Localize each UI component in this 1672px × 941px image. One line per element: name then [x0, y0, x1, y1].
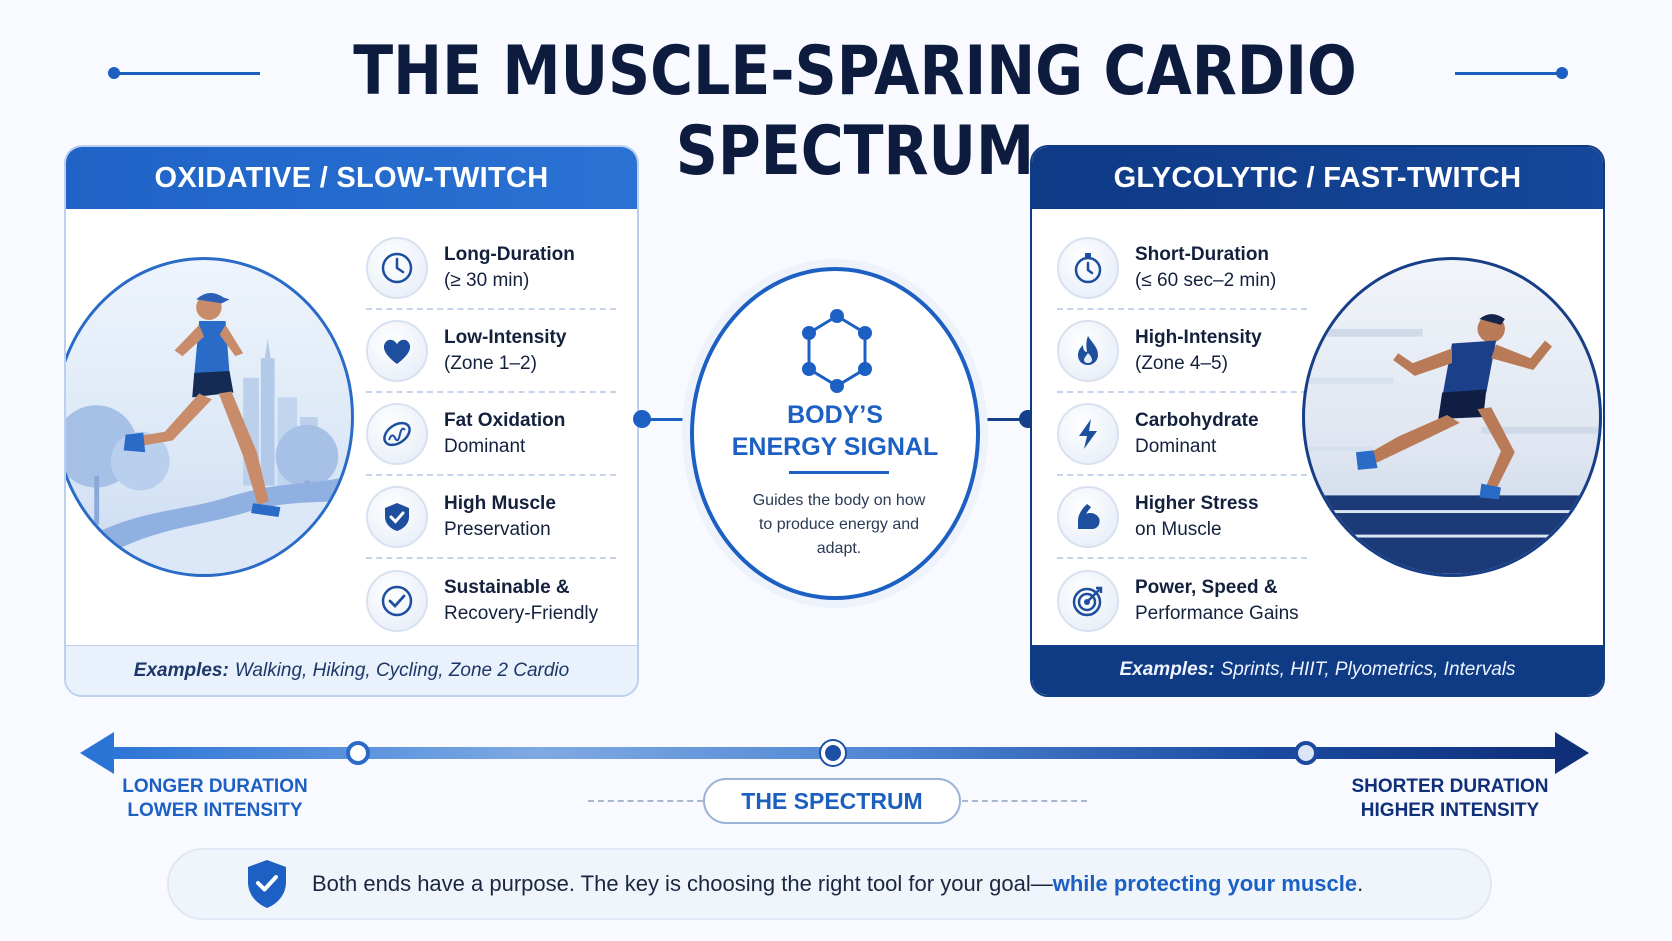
energy-signal-description: Guides the body on how to produce energy… [752, 492, 926, 557]
energy-signal-circle: BODY’S ENERGY SIGNAL Guides the body on … [690, 267, 980, 600]
title-ornament-dot-right [1556, 67, 1568, 79]
shield-check-icon [248, 860, 286, 908]
glycolytic-panel: GLYCOLYTIC / FAST-TWITCH Short-Duration … [1030, 145, 1605, 697]
connector-line-right [980, 418, 1025, 421]
feature-low-intensity: Low-Intensity (Zone 1–2) [366, 310, 616, 393]
shield-check-icon [366, 485, 428, 548]
oxidative-panel-header: OXIDATIVE / SLOW-TWITCH [66, 147, 637, 209]
glycolytic-feature-list: Short-Duration (≤ 60 sec–2 min) High-Int… [1057, 227, 1307, 642]
title-ornament-line-left [115, 72, 260, 75]
feature-text: Carbohydrate Dominant [1135, 409, 1259, 457]
feature-text: Sustainable & Recovery-Friendly [444, 576, 599, 624]
key-takeaway-callout: Both ends have a purpose. The key is cho… [167, 848, 1492, 920]
spectrum-left-label: LONGER DURATION LOWER INTENSITY [122, 776, 308, 821]
feature-short-duration: Short-Duration (≤ 60 sec–2 min) [1057, 227, 1307, 310]
clock-icon [366, 236, 428, 299]
hexagon-molecule-icon [802, 309, 872, 393]
title-row: THE MUSCLE-SPARING CARDIO SPECTRUM [0, 32, 1672, 191]
oxidative-examples: Examples: Walking, Hiking, Cycling, Zone… [66, 645, 637, 695]
spectrum-dash-left [588, 800, 703, 802]
callout-highlight: while protecting your muscle [1052, 871, 1358, 896]
feature-text: High-Intensity (Zone 4–5) [1135, 326, 1262, 374]
glycolytic-panel-header: GLYCOLYTIC / FAST-TWITCH [1032, 147, 1603, 209]
spectrum-marker-center [821, 741, 845, 765]
page-title: THE MUSCLE-SPARING CARDIO SPECTRUM [353, 32, 1357, 191]
check-circle-icon [366, 569, 428, 632]
connector-line-left [645, 418, 690, 421]
connector-dot-left [633, 410, 651, 428]
feature-long-duration: Long-Duration (≥ 30 min) [366, 227, 616, 310]
heart-icon [366, 319, 428, 382]
spectrum-label-pill: THE SPECTRUM [703, 778, 961, 824]
feature-sustainable: Sustainable & Recovery-Friendly [366, 559, 616, 642]
spectrum-arrow-right [1555, 732, 1589, 774]
feature-carbohydrate: Carbohydrate Dominant [1057, 393, 1307, 476]
jogger-illustration [66, 257, 354, 577]
title-ornament-line-right [1455, 72, 1560, 75]
flexed-arm-icon [1057, 485, 1119, 548]
oxidative-feature-list: Long-Duration (≥ 30 min) Low-Intensity (… [366, 227, 616, 642]
sprinter-icon [1305, 314, 1599, 574]
feature-text: Long-Duration (≥ 30 min) [444, 243, 575, 291]
mitochondria-icon [366, 402, 428, 465]
feature-high-intensity: High-Intensity (Zone 4–5) [1057, 310, 1307, 393]
feature-text: Low-Intensity (Zone 1–2) [444, 326, 567, 374]
feature-text: Fat Oxidation Dominant [444, 409, 566, 457]
feature-text: High Muscle Preservation [444, 492, 556, 540]
feature-text: Power, Speed & Performance Gains [1135, 576, 1299, 624]
jogger-icon [66, 292, 351, 574]
feature-text: Short-Duration (≤ 60 sec–2 min) [1135, 243, 1277, 291]
callout-text: Both ends have a purpose. The key is cho… [312, 871, 1364, 896]
lightning-icon [1057, 402, 1119, 465]
spectrum-marker-left [346, 741, 370, 765]
spectrum-marker-right [1294, 741, 1318, 765]
energy-signal-title: BODY’S ENERGY SIGNAL [731, 401, 939, 461]
title-ornament-dot-left [108, 67, 120, 79]
energy-signal-divider [789, 471, 889, 474]
feature-performance: Power, Speed & Performance Gains [1057, 559, 1307, 642]
oxidative-panel: OXIDATIVE / SLOW-TWITCH [64, 145, 639, 697]
target-icon [1057, 569, 1119, 632]
flame-icon [1057, 319, 1119, 382]
feature-text: Higher Stress on Muscle [1135, 492, 1259, 540]
glycolytic-examples: Examples: Sprints, HIIT, Plyometrics, In… [1032, 645, 1603, 695]
feature-fat-oxidation: Fat Oxidation Dominant [366, 393, 616, 476]
feature-muscle-preservation: High Muscle Preservation [366, 476, 616, 559]
stopwatch-icon [1057, 236, 1119, 299]
feature-muscle-stress: Higher Stress on Muscle [1057, 476, 1307, 559]
spectrum-dash-right [962, 800, 1087, 802]
sprinter-illustration [1302, 257, 1602, 577]
spectrum-right-label: SHORTER DURATION HIGHER INTENSITY [1351, 776, 1549, 821]
